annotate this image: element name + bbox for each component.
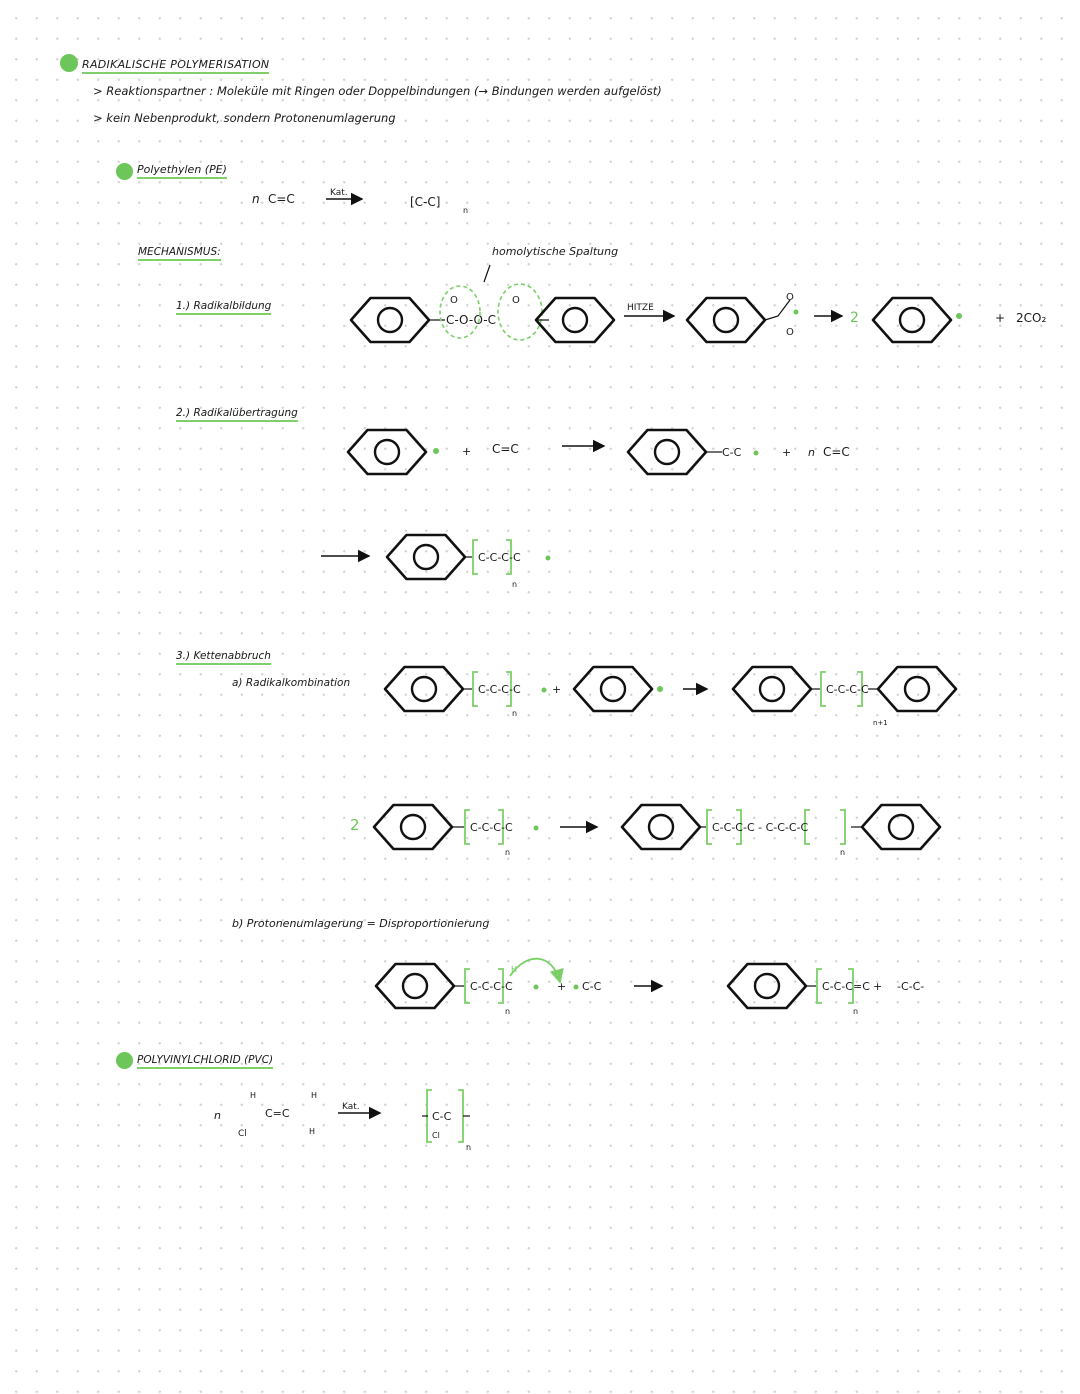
pvc-monomer: C=C: [265, 1107, 290, 1120]
pvc-polymer-cl: Cl: [432, 1131, 440, 1140]
radical-dot: [433, 448, 439, 454]
main-title: RADIKALISCHE POLYMERISATION: [82, 58, 270, 74]
step3-sub-n-left: n: [505, 848, 510, 857]
benzene-ring: [374, 962, 456, 1010]
step3b-alkane: -C-C-: [897, 980, 924, 993]
step3b-sub-n: n: [505, 1007, 510, 1016]
step3a-sub-n1: n+1: [873, 719, 888, 727]
peroxide-oxygen-right: O: [512, 295, 520, 306]
carboxyl-oxygen-bottom: O: [786, 327, 794, 338]
benzene-ring: [349, 296, 431, 344]
co2-product: 2CO₂: [1016, 311, 1046, 325]
pvc-section-title: POLYVINYLCHLORID (PVC): [137, 1054, 274, 1069]
step1-plus: +: [995, 311, 1005, 325]
radical-dot: [657, 686, 663, 692]
benzene-ring: [860, 803, 942, 851]
step2-label: 2.) Radikalübertragung: [176, 407, 298, 422]
radical-dot: [956, 313, 962, 319]
pvc-sub-n: n: [466, 1143, 471, 1152]
step3-label: 3.) Kettenabbruch: [176, 650, 271, 665]
step2-monomer: C=C: [492, 442, 519, 456]
pe-catalyst: Kat.: [330, 188, 348, 198]
bullet-nebenprodukt: > kein Nebenprodukt, sondern Protonenuml…: [93, 111, 396, 125]
pe-section-title: Polyethylen (PE): [137, 163, 227, 179]
pe-polymer: [C-C]: [410, 195, 440, 209]
title-bullet-dot: [60, 54, 78, 72]
step3b-plus-2: +: [873, 980, 882, 993]
pvc-bullet-dot: [116, 1052, 133, 1069]
step2-sub-n: n: [512, 580, 517, 589]
step2-radical: C-C: [722, 446, 742, 459]
cleavage-circle-right: [497, 283, 543, 341]
benzene-ring: [572, 665, 654, 713]
step3a-chain: C-C-C-C: [478, 683, 521, 696]
pvc-h-bottom-right: H: [309, 1127, 315, 1136]
pe-sub-n: n: [463, 206, 468, 215]
benzene-ring: [626, 428, 708, 476]
step2-coef: n: [808, 446, 815, 459]
step3b-alkene: C-C-C=C: [822, 980, 870, 993]
pvc-catalyst: Kat.: [342, 1102, 360, 1112]
benzene-ring: [731, 665, 813, 713]
step3b-sub-n-2: n: [853, 1007, 858, 1016]
pe-bullet-dot: [116, 163, 133, 180]
proton-shift-arrow: [509, 957, 564, 984]
benzene-ring: [385, 533, 467, 581]
benzene-ring: [372, 803, 454, 851]
pvc-polymer: C-C: [432, 1110, 452, 1123]
step2-monomer-2: C=C: [823, 445, 850, 459]
benzene-ring: [620, 803, 702, 851]
step3a-label: a) Radikalkombination: [232, 677, 351, 689]
heat-label: HITZE: [627, 303, 654, 313]
pvc-h-top-right: H: [311, 1091, 317, 1100]
step3-chain-left: C-C-C-C: [470, 821, 513, 834]
step3b-chain: C-C-C-C: [470, 980, 513, 993]
step1-label: 1.) Radikalbildung: [176, 300, 272, 315]
step3b-radical: C-C: [582, 980, 602, 993]
cleavage-circle-left: [439, 285, 481, 339]
peroxide-group: C-O-O-C: [446, 313, 496, 327]
benzene-ring: [871, 296, 953, 344]
benzene-ring: [346, 428, 428, 476]
step3b-plus: +: [557, 980, 566, 993]
step3a-product-chain: C-C-C-C: [826, 683, 869, 696]
benzene-ring: [685, 296, 767, 344]
step3-coef: 2: [350, 816, 360, 834]
step1-coef: 2: [850, 310, 859, 326]
step3b-label: b) Protonenumlagerung = Disproportionier…: [232, 917, 490, 930]
pe-coef: n: [252, 192, 260, 206]
pvc-h-top-left: H: [250, 1091, 256, 1100]
step3a-plus: +: [552, 683, 561, 696]
pvc-cl: Cl: [238, 1129, 247, 1139]
bullet-reaktionspartner: > Reaktionspartner : Moleküle mit Ringen…: [93, 84, 662, 98]
benzene-ring: [726, 962, 808, 1010]
step3-long-chain: C-C-C-C - C-C-C-C: [712, 821, 809, 834]
step3-sub-n-right: n: [840, 848, 845, 857]
carboxyl-oxygen-top: O: [786, 292, 794, 303]
pe-monomer: C=C: [268, 192, 295, 206]
benzene-ring: [383, 665, 465, 713]
homolytic-annotation: homolytische Spaltung: [492, 245, 619, 258]
step2-plus: +: [462, 445, 471, 458]
benzene-ring: [876, 665, 958, 713]
peroxide-oxygen-left: O: [450, 295, 458, 306]
step2-plus-2: +: [782, 446, 791, 459]
mechanism-label: MECHANISMUS:: [138, 246, 221, 261]
pvc-coef: n: [214, 1109, 221, 1122]
step2-chain: C-C-C-C: [478, 551, 521, 564]
step3a-sub-n: n: [512, 709, 517, 718]
